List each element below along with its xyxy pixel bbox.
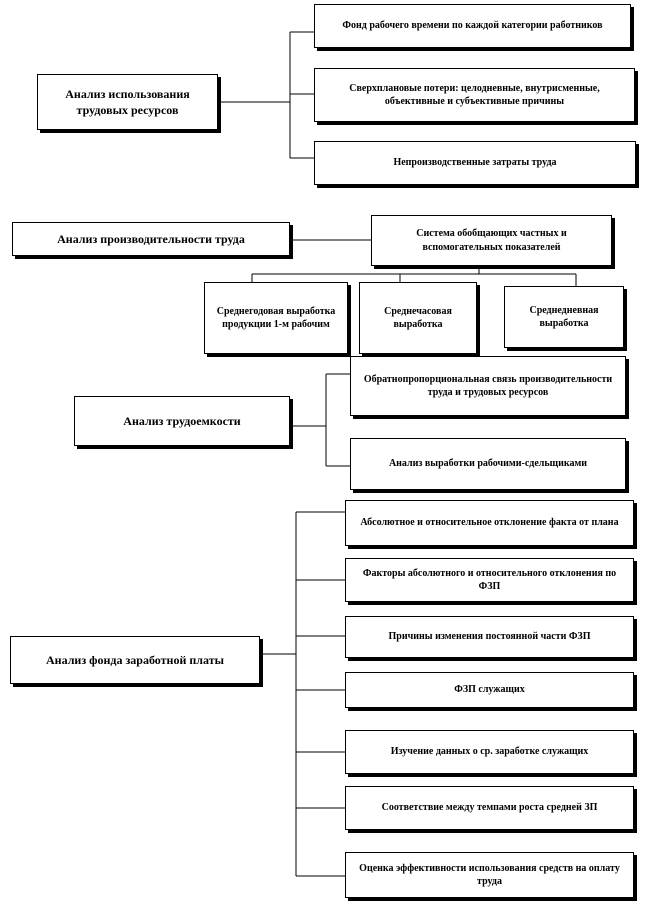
wage-item-box-5: Изучение данных о ср. заработке служащих — [345, 730, 634, 774]
labor-resources-title-box: Анализ использования трудовых ресурсов — [37, 74, 218, 130]
indicator-box-hourly: Среднечасовая выработка — [359, 282, 477, 354]
wage-item-1: Абсолютное и относительное отклонение фа… — [360, 517, 619, 529]
labor-resources-title: Анализ использования трудовых ресурсов — [65, 86, 190, 117]
wage-fund-title-box: Анализ фонда заработной платы — [10, 636, 260, 684]
laboriousness-item-2: Анализ выработки рабочими-сдельщиками — [388, 458, 588, 470]
wage-item-4: ФЗП служащих — [454, 684, 525, 696]
wage-fund-title: Анализ фонда заработной платы — [46, 652, 224, 667]
labor-item-3: Непроизводственные затраты труда — [393, 157, 557, 169]
wage-item-6: Соответствие между темпами роста средней… — [381, 802, 598, 814]
labor-item-box-3: Непроизводственные затраты труда — [314, 141, 636, 185]
indicator-system-box: Система обобщающих частных и вспомогател… — [371, 215, 612, 266]
indicator-system-text: Система обобщающих частных и вспомогател… — [416, 228, 567, 253]
wage-item-box-6: Соответствие между темпами роста средней… — [345, 786, 634, 830]
labor-item-box-2: Сверхплановые потери: целодневные, внутр… — [314, 68, 635, 122]
productivity-title-box: Анализ производительности труда — [12, 222, 290, 256]
wage-item-box-1: Абсолютное и относительное отклонение фа… — [345, 500, 634, 546]
labor-item-box-1: Фонд рабочего времени по каждой категори… — [314, 4, 631, 48]
indicator-box-annual: Среднегодовая выработка продукции 1-м ра… — [204, 282, 348, 354]
wage-item-3: Причины изменения постоянной части ФЗП — [388, 631, 591, 643]
indicator-box-daily: Среднедневная выработка — [504, 286, 624, 348]
indicator-daily-output: Среднедневная выработка — [529, 304, 599, 330]
wage-item-2: Факторы абсолютного и относительного отк… — [362, 567, 617, 593]
wage-item-box-3: Причины изменения постоянной части ФЗП — [345, 616, 634, 658]
wage-item-7: Оценка эффективности использования средс… — [359, 862, 620, 888]
productivity-title: Анализ производительности труда — [57, 231, 245, 246]
wage-item-box-2: Факторы абсолютного и относительного отк… — [345, 558, 634, 602]
wage-item-5: Изучение данных о ср. заработке служащих — [390, 746, 589, 758]
laboriousness-item-box-1: Обратнопропорциональная связь производит… — [350, 356, 626, 416]
laboriousness-title: Анализ трудоемкости — [123, 413, 241, 428]
indicator-hourly-output: Среднечасовая выработка — [384, 305, 452, 331]
laboriousness-item-1: Обратнопропорциональная связь производит… — [363, 373, 613, 399]
wage-item-box-4: ФЗП служащих — [345, 672, 634, 708]
laboriousness-title-box: Анализ трудоемкости — [74, 396, 290, 446]
labor-item-1: Фонд рабочего времени по каждой категори… — [342, 20, 603, 32]
indicator-annual-output: Среднегодовая выработка продукции 1-м ра… — [216, 305, 336, 331]
laboriousness-item-box-2: Анализ выработки рабочими-сдельщиками — [350, 438, 626, 490]
wage-item-box-7: Оценка эффективности использования средс… — [345, 852, 634, 898]
labor-item-2: Сверхплановые потери: целодневные, внутр… — [349, 82, 600, 108]
